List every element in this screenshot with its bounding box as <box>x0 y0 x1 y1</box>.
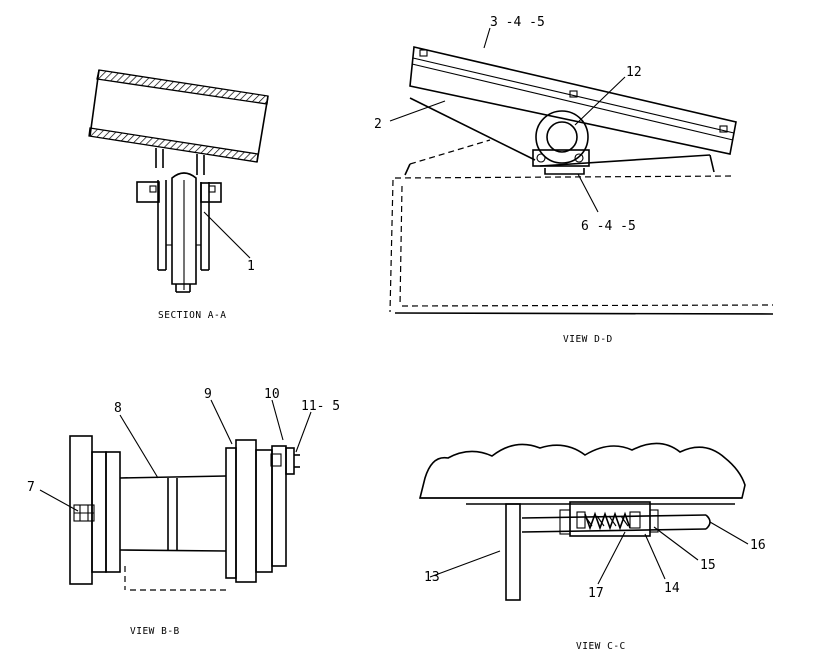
callout-3-4-5: 3 -4 -5 <box>490 15 545 30</box>
callout-10: 10 <box>264 387 280 402</box>
view-bb <box>39 399 312 591</box>
callout-17: 17 <box>588 586 604 601</box>
callout-8: 8 <box>114 401 122 416</box>
callout-9: 9 <box>204 387 212 402</box>
callout-16: 16 <box>750 538 766 553</box>
view-cc <box>418 442 749 601</box>
section-aa-view <box>88 69 269 293</box>
caption-view-dd: VIEW D-D <box>563 334 613 345</box>
caption-section-aa: SECTION A-A <box>158 310 226 321</box>
callout-1: 1 <box>247 259 255 274</box>
caption-view-bb: VIEW B-B <box>130 626 180 637</box>
callout-6-4-5: 6 -4 -5 <box>581 219 636 234</box>
view-dd <box>389 27 774 315</box>
callout-15: 15 <box>700 558 716 573</box>
callout-12: 12 <box>626 65 642 80</box>
callout-13: 13 <box>424 570 440 585</box>
callout-2: 2 <box>374 117 382 132</box>
caption-view-cc: VIEW C-C <box>576 641 626 652</box>
callout-14: 14 <box>664 581 680 596</box>
callout-11-5: 11- 5 <box>301 399 340 414</box>
callout-7: 7 <box>27 480 35 495</box>
